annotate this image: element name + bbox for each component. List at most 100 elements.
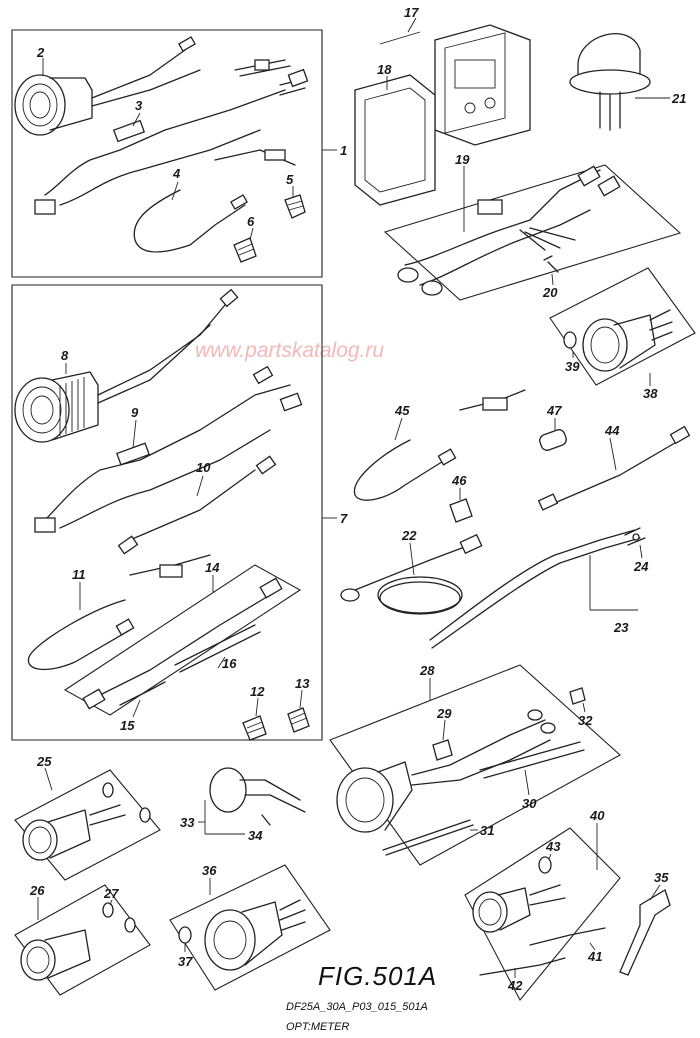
group-box-25 bbox=[14, 769, 161, 881]
callout-25: 25 bbox=[36, 754, 52, 769]
callout-23: 23 bbox=[613, 620, 629, 635]
part-15-terminal[interactable] bbox=[119, 681, 166, 706]
part-9-harness[interactable] bbox=[34, 365, 303, 533]
part-25-bulbs[interactable] bbox=[102, 782, 151, 823]
callout-9: 9 bbox=[131, 405, 139, 420]
callout-30: 30 bbox=[522, 796, 537, 811]
callout-18: 18 bbox=[377, 62, 392, 77]
part-32-connector[interactable] bbox=[569, 687, 586, 705]
part-31-tube[interactable] bbox=[382, 819, 474, 856]
callout-41: 41 bbox=[587, 949, 602, 964]
part-33-bracket[interactable] bbox=[209, 767, 306, 813]
part-25-gauge[interactable] bbox=[22, 804, 126, 861]
group-box-7 bbox=[11, 284, 323, 741]
part-6-connector[interactable] bbox=[233, 237, 257, 263]
part-42-cable[interactable] bbox=[479, 957, 566, 976]
callout-2: 2 bbox=[36, 45, 45, 60]
callout-46: 46 bbox=[451, 473, 467, 488]
group-box-1 bbox=[11, 29, 323, 278]
part-12-connector[interactable] bbox=[242, 715, 267, 741]
callout-10: 10 bbox=[196, 460, 211, 475]
group-box-14 bbox=[63, 564, 302, 716]
callout-7: 7 bbox=[340, 511, 348, 526]
callout-12: 12 bbox=[250, 684, 265, 699]
callout-27: 27 bbox=[103, 886, 119, 901]
watermark-text: www.partskatalog.ru bbox=[195, 339, 384, 362]
part-41-cable[interactable] bbox=[529, 927, 606, 946]
part-16-tube[interactable] bbox=[174, 624, 261, 673]
callout-6: 6 bbox=[247, 214, 255, 229]
callout-34: 34 bbox=[248, 828, 263, 843]
callout-8: 8 bbox=[61, 348, 69, 363]
part-29-bulb[interactable] bbox=[432, 739, 453, 761]
callout-26: 26 bbox=[29, 883, 45, 898]
part-28-gauge[interactable] bbox=[336, 709, 556, 833]
callout-15: 15 bbox=[120, 718, 135, 733]
callout-13: 13 bbox=[295, 676, 310, 691]
callout-28: 28 bbox=[419, 663, 435, 678]
group-box-38 bbox=[549, 267, 696, 386]
part-26-gauge[interactable] bbox=[20, 929, 91, 981]
part-5-connector[interactable] bbox=[284, 194, 306, 219]
part-35-bracket[interactable] bbox=[619, 889, 671, 976]
part-18-cover[interactable] bbox=[354, 74, 436, 206]
part-3-harness[interactable] bbox=[34, 59, 309, 215]
part-40-gauge[interactable] bbox=[472, 884, 566, 933]
part-38-gauge[interactable] bbox=[582, 309, 673, 372]
callout-14: 14 bbox=[205, 560, 220, 575]
callout-1: 1 bbox=[340, 143, 347, 158]
callout-42: 42 bbox=[507, 978, 523, 993]
callout-4: 4 bbox=[172, 166, 181, 181]
callout-44: 44 bbox=[604, 423, 620, 438]
figure-title: FIG.501A bbox=[318, 961, 437, 991]
part-21-transducer[interactable] bbox=[569, 33, 651, 131]
part-47-cap[interactable] bbox=[538, 428, 568, 452]
part-19-harness[interactable] bbox=[397, 165, 621, 296]
part-10-cable[interactable] bbox=[117, 455, 277, 555]
callout-36: 36 bbox=[202, 863, 217, 878]
part-46-connector[interactable] bbox=[449, 498, 473, 523]
part-39-bulb[interactable] bbox=[563, 331, 577, 349]
callout-24: 24 bbox=[633, 559, 649, 574]
part-43-bulb[interactable] bbox=[538, 856, 552, 874]
part-13-connector[interactable] bbox=[287, 707, 310, 733]
group-box-19 bbox=[383, 164, 682, 301]
part-34-screw[interactable] bbox=[261, 814, 271, 826]
figure-caption: OPT:METER bbox=[286, 1021, 349, 1033]
part-14-harness[interactable] bbox=[82, 577, 283, 710]
part-37-bulb[interactable] bbox=[178, 926, 192, 944]
part-22-cable[interactable] bbox=[340, 533, 483, 615]
callout-47: 47 bbox=[546, 403, 562, 418]
part-24-terminal[interactable] bbox=[624, 527, 646, 546]
part-20-screw[interactable] bbox=[543, 255, 559, 273]
part-45-cable[interactable] bbox=[353, 389, 526, 501]
part-36-gauge[interactable] bbox=[204, 899, 306, 971]
callout-33: 33 bbox=[180, 815, 195, 830]
callout-38: 38 bbox=[643, 386, 658, 401]
part-27-bulbs[interactable] bbox=[102, 902, 136, 933]
part-2-gauge[interactable] bbox=[14, 36, 201, 136]
callout-29: 29 bbox=[436, 706, 452, 721]
callout-22: 22 bbox=[401, 528, 417, 543]
part-44-cable[interactable] bbox=[537, 425, 691, 511]
callout-43: 43 bbox=[545, 839, 561, 854]
callout-21: 21 bbox=[671, 91, 686, 106]
part-30-tube[interactable] bbox=[479, 741, 585, 779]
figure-code: DF25A_30A_P03_015_501A bbox=[286, 1001, 428, 1013]
part-11-cable[interactable] bbox=[27, 554, 211, 671]
part-4-cable[interactable] bbox=[133, 149, 296, 253]
callout-17: 17 bbox=[404, 5, 419, 20]
part-8-gauge[interactable] bbox=[14, 288, 239, 443]
callout-19: 19 bbox=[455, 152, 470, 167]
callout-45: 45 bbox=[394, 403, 410, 418]
group-box-36 bbox=[169, 864, 331, 991]
group-box-40 bbox=[464, 827, 621, 1001]
part-23-cable[interactable] bbox=[429, 529, 641, 649]
callout-20: 20 bbox=[542, 285, 558, 300]
callout-16: 16 bbox=[222, 656, 237, 671]
callout-5: 5 bbox=[286, 172, 294, 187]
callout-32: 32 bbox=[578, 713, 593, 728]
callout-39: 39 bbox=[565, 359, 580, 374]
callout-11: 11 bbox=[72, 567, 86, 582]
part-17-display-unit[interactable] bbox=[434, 24, 531, 146]
